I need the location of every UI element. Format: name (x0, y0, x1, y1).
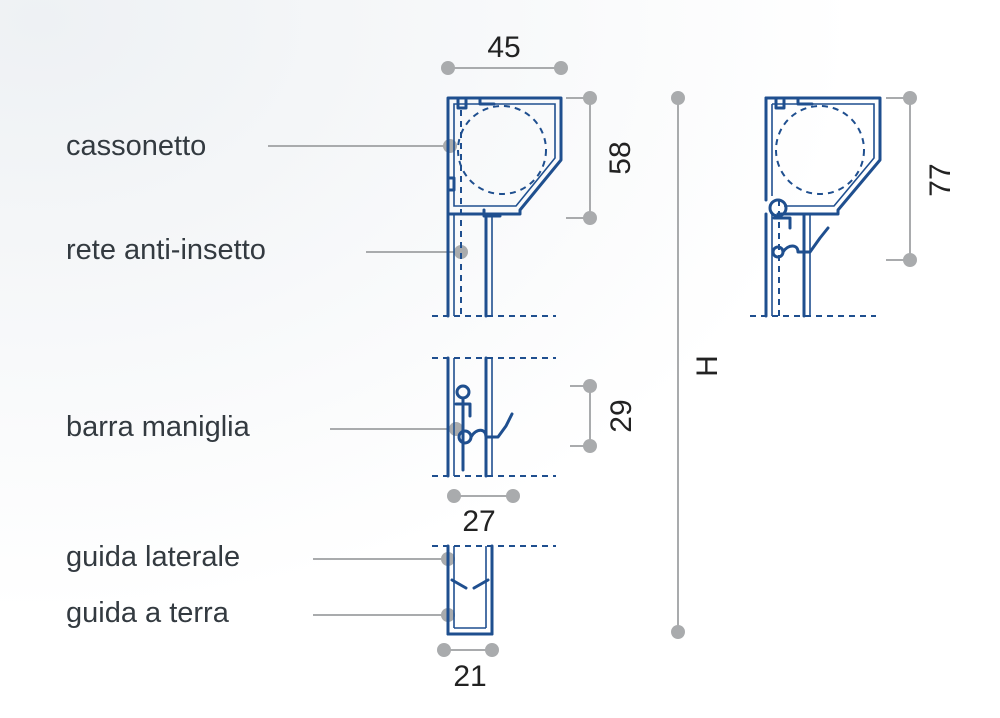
dimension-58: 58 (604, 141, 637, 174)
leader-dot-rete (454, 245, 468, 259)
dim-dot-77-top (903, 91, 917, 105)
dim-dot-45-right (554, 61, 568, 75)
dim-dot-45-left (441, 61, 455, 75)
dim-dot-27-right (506, 489, 520, 503)
roller-circle-variant (775, 105, 865, 195)
roller-circle (457, 105, 547, 195)
side-guide-upper (446, 212, 493, 318)
bottom-guide-profile (446, 544, 494, 636)
handle-bar-profile (446, 356, 514, 478)
dim-dot-H-bottom (671, 625, 685, 639)
leader-dot-cassonetto (443, 139, 457, 153)
dimension-45: 45 (487, 31, 520, 64)
label-rete-anti-insetto: rete anti-insetto (66, 234, 266, 266)
label-cassonetto: cassonetto (66, 130, 206, 162)
dimension-H: H (691, 355, 724, 377)
dim-dot-21-right (485, 643, 499, 657)
dim-dot-H-top (671, 91, 685, 105)
dimension-21: 21 (453, 660, 486, 693)
dim-dot-29-top (583, 379, 597, 393)
dimension-77: 77 (924, 163, 957, 196)
label-guida-a-terra: guida a terra (66, 597, 230, 629)
dimension-29: 29 (605, 399, 638, 432)
dim-dot-27-left (447, 489, 461, 503)
dim-dot-21-left (437, 643, 451, 657)
dim-dot-29-bottom (583, 439, 597, 453)
label-guida-laterale: guida laterale (66, 541, 240, 573)
dim-dot-77-bottom (903, 253, 917, 267)
dimension-27: 27 (462, 505, 495, 538)
cassonetto-variant-profile (764, 96, 882, 318)
label-barra-maniglia: barra maniglia (66, 411, 251, 443)
cassonetto-profile (446, 96, 563, 316)
